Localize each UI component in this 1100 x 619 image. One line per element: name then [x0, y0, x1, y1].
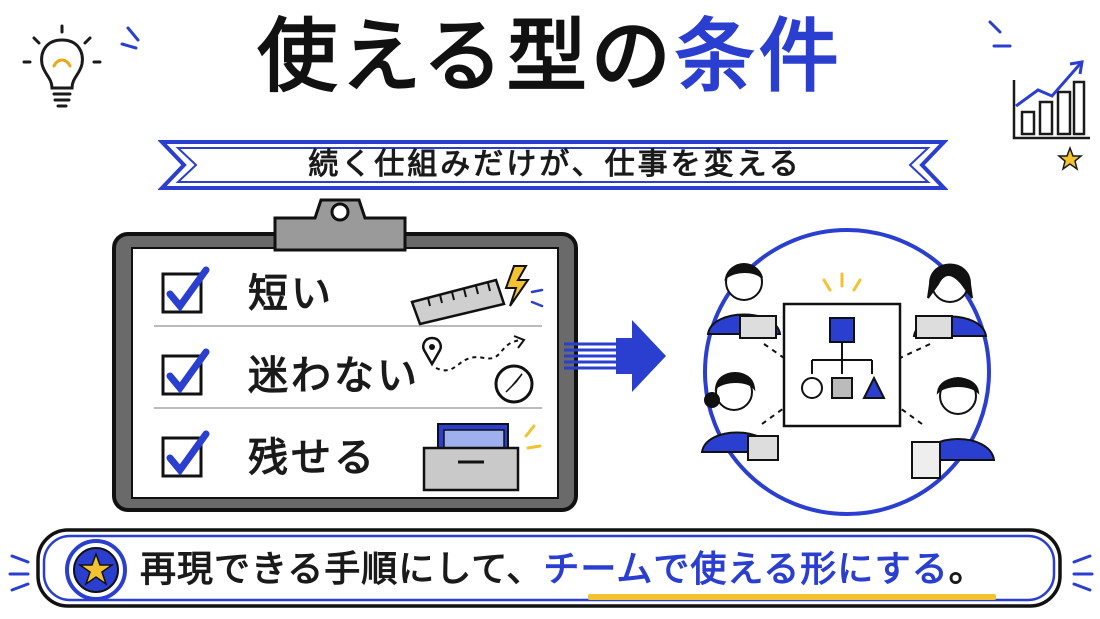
footer-message: 再現できる手順にして、チームで使える形にする。: [140, 540, 986, 600]
accent-strokes-bottom-right: [1072, 554, 1094, 592]
checklist-label: 短い: [248, 271, 334, 317]
file-box-icon: [422, 423, 542, 492]
highlight-underline: [588, 594, 996, 600]
page-title: 使える型の条件: [0, 2, 1100, 112]
checklist-label: 残せる: [248, 435, 377, 481]
accent-strokes-bottom-left: [8, 554, 30, 592]
checklist-item-short: 短い: [160, 266, 540, 328]
footer-banner: [36, 528, 1062, 608]
team-workflow-illustration: [700, 228, 996, 516]
lightbulb-icon: [22, 24, 102, 108]
title-main: 使える型の: [257, 10, 675, 103]
subtitle: 続く仕組みだけが、仕事を変える: [308, 147, 802, 182]
ruler-icon: [410, 265, 544, 326]
subtitle-ribbon: [158, 140, 948, 190]
footer-text-end: 。: [948, 549, 986, 590]
checklist-item-no-hesitation: 迷わない: [160, 348, 540, 410]
title-accent: 条件: [674, 10, 843, 103]
checkbox-checked-icon: [161, 348, 210, 396]
footer-text-accent: チームで使える形にする: [543, 549, 949, 590]
accent-strokes-right: [988, 20, 1012, 48]
growth-chart-icon: [1012, 60, 1090, 171]
accent-strokes-left: [120, 26, 140, 50]
checklist-item-preserve: 残せる: [160, 430, 540, 492]
checkbox-checked-icon: [161, 266, 210, 314]
arrow-right-icon: [564, 320, 666, 392]
checkbox-checked-icon: [161, 430, 210, 478]
star-badge-icon: [65, 539, 127, 601]
path-compass-icon: [422, 335, 534, 404]
footer-text-main: 再現できる手順にして、: [140, 549, 544, 590]
checklist-label: 迷わない: [248, 353, 420, 399]
clipboard-clip: [273, 198, 407, 252]
